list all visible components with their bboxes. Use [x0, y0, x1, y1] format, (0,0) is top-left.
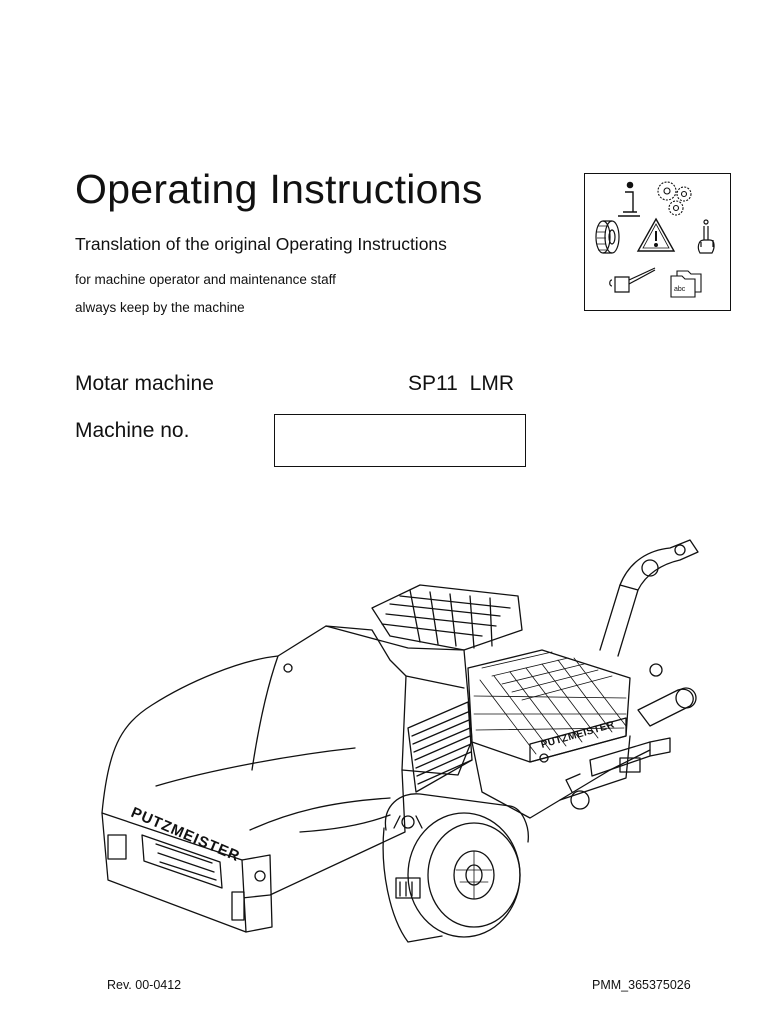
folder-abc-icon: abc — [670, 270, 702, 298]
machine-type-label: Motar machine — [75, 372, 214, 395]
folder-abc-label: abc — [674, 286, 686, 293]
info-icon — [618, 181, 640, 217]
symbol-panel: abc — [584, 173, 731, 311]
warning-triangle-icon — [636, 217, 676, 252]
oil-can-icon — [609, 267, 656, 293]
keep-note: always keep by the machine — [75, 300, 245, 315]
louvre-vent — [407, 701, 473, 793]
hopper-brand-label: PUTZMEISTER — [540, 719, 616, 751]
machine-model: SP11 LMR — [408, 372, 514, 395]
gears-icon — [657, 181, 692, 216]
machine-number-label: Machine no. — [75, 419, 190, 442]
revision-number: Rev. 00-0412 — [107, 978, 182, 992]
wheel — [382, 793, 529, 943]
machine-hood — [101, 625, 407, 899]
top-grille — [371, 584, 523, 651]
document-subtitle: Translation of the original Operating In… — [75, 234, 447, 254]
delivery-tube — [599, 584, 639, 657]
machine-number-field[interactable] — [274, 414, 526, 467]
hand-pointing-icon — [697, 219, 715, 254]
tire-icon — [595, 220, 620, 254]
audience-note: for machine operator and maintenance sta… — [75, 272, 336, 287]
document-number: PMM_365375026 — [592, 978, 691, 992]
machine-illustration: PUTZMEISTER PUTZMEISTER — [101, 539, 699, 943]
document-title: Operating Instructions — [75, 166, 483, 212]
symbol-panel-graphic: abc — [595, 181, 715, 298]
